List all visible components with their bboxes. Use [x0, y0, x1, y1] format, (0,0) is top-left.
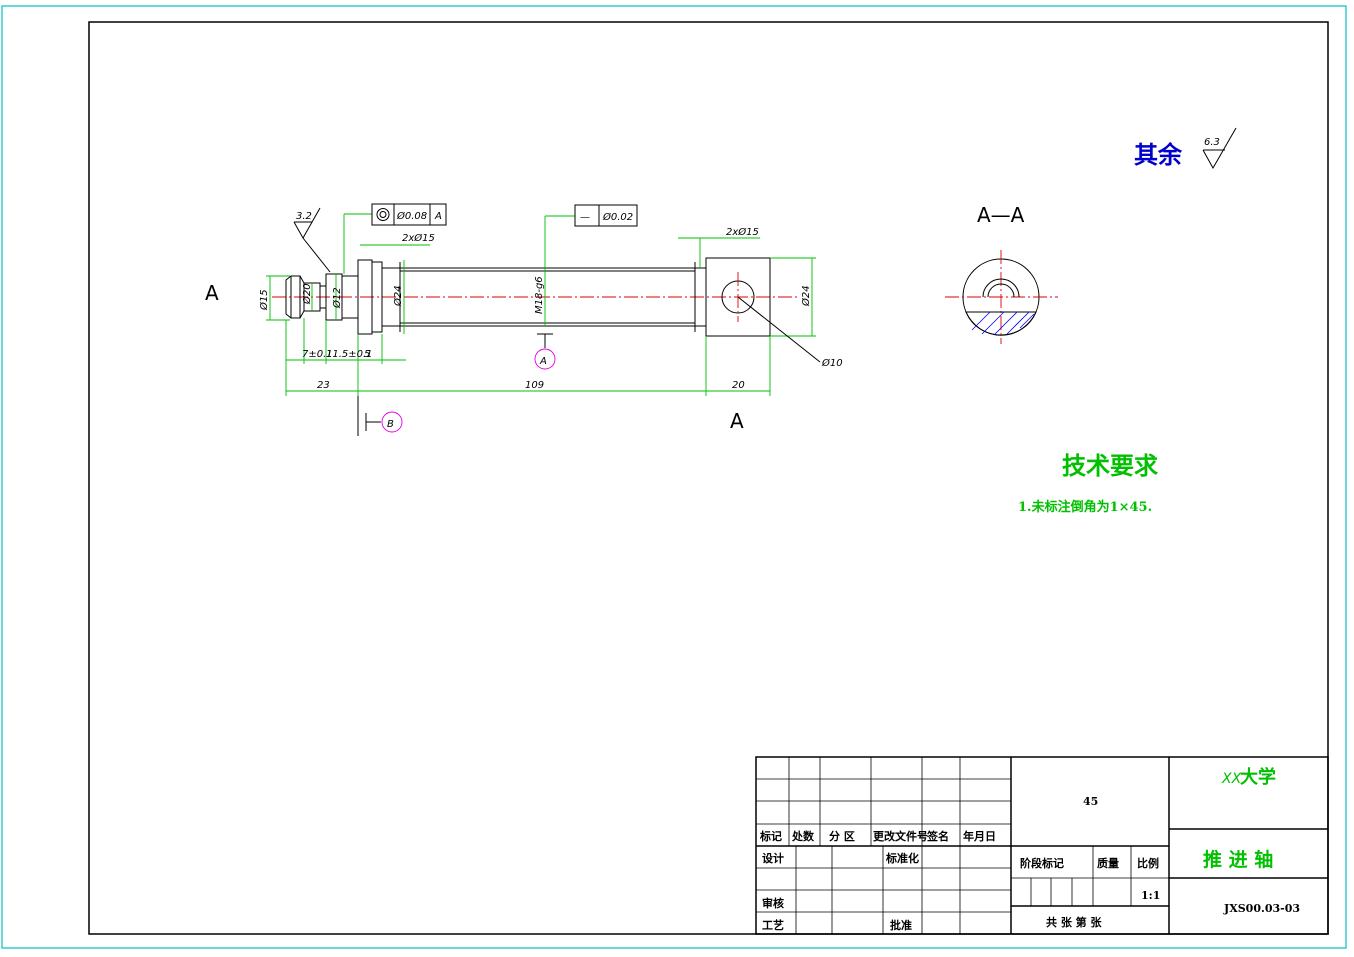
tb-col-sign: 签名: [926, 829, 949, 843]
tb-drawing-no: JXS00.03-03: [1223, 902, 1300, 915]
roughness-text: 其余: [1134, 141, 1183, 169]
outer-frame: [1, 5, 1347, 949]
datum-a-circle: [534, 348, 556, 370]
tech-title: 技术要求: [1062, 452, 1158, 480]
tb-design: 设计: [762, 851, 784, 865]
tb-material: 45: [1083, 795, 1098, 808]
dim-len-20: 20: [732, 380, 745, 391]
tol2-symbol: —: [580, 212, 590, 223]
dim-len-109: 109: [525, 380, 544, 391]
datum-a-label: A: [539, 356, 547, 367]
dim-d10: Ø10: [821, 357, 843, 369]
title-block-texts: 标记 处数 分 区 更改文件号 签名 年月日 设计 标准化 审核 工艺 批准 4…: [759, 766, 1300, 932]
dim-chamfer-right: 2xØ15: [726, 226, 759, 238]
section-label-left: A: [205, 281, 219, 305]
tb-school-suffix: 大学: [1240, 766, 1276, 788]
dim-d24-left: Ø24: [392, 285, 404, 307]
tb-approve: 批准: [890, 918, 912, 932]
dim-d20: Ø20: [301, 283, 313, 305]
dim-len-7: 7±0.1: [302, 349, 333, 360]
tol2-value: Ø0.02: [602, 211, 633, 223]
section-title: A—A: [977, 203, 1025, 227]
drawing-texts: A A A—A 其余 6.3 3.2 ◎ Ø0.08 A — Ø0.02 A B…: [205, 137, 1220, 515]
roughness-value: 6.3: [1204, 137, 1220, 148]
dim-len-23: 23: [317, 380, 330, 391]
tb-col-date: 年月日: [963, 829, 996, 843]
tb-school-prefix: XX: [1221, 771, 1242, 787]
dim-thread: M18-g6: [534, 276, 545, 314]
tb-part-name: 推 进 轴: [1203, 848, 1273, 871]
datum-marks: [357, 333, 556, 436]
datum-b-label: B: [387, 419, 394, 430]
tb-scale-value: 1:1: [1141, 889, 1160, 902]
dim-d15: Ø15: [258, 289, 270, 311]
tb-col-changedoc: 更改文件号: [873, 829, 928, 843]
dimension-lines: [266, 207, 821, 396]
tb-col-mark: 标记: [759, 829, 782, 843]
dim-d24-right: Ø24: [800, 285, 812, 307]
tb-col-count: 处数: [791, 829, 815, 843]
section-view: [945, 250, 1058, 344]
dim-len-5: 5: [364, 349, 370, 360]
roughness-local: 3.2: [296, 211, 312, 222]
dim-d12: Ø12: [331, 287, 343, 309]
tb-stage: 阶段标记: [1020, 856, 1064, 870]
tb-process: 工艺: [762, 918, 784, 932]
tb-scale-label: 比例: [1137, 856, 1159, 870]
title-block: [755, 756, 1329, 935]
tol1-datum: A: [434, 211, 442, 222]
tb-weight: 质量: [1097, 856, 1119, 870]
inner-frame: [88, 21, 1329, 935]
dim-len-115: 11.5±0.1: [326, 349, 373, 360]
tol1-value: Ø0.08: [396, 210, 427, 222]
tech-item-1: 1.未标注倒角为1×45.: [1018, 499, 1152, 515]
tb-sheet: 共 张 第 张: [1046, 915, 1102, 929]
tb-review: 审核: [762, 896, 784, 910]
tb-standard: 标准化: [885, 851, 919, 865]
tb-col-zone: 分 区: [829, 829, 855, 843]
datum-b-circle: [381, 411, 403, 433]
section-label-right: A: [730, 409, 744, 433]
tolerance-frames: [371, 203, 638, 227]
roughness-symbol: [1202, 127, 1237, 170]
dim-chamfer-left: 2xØ15: [402, 232, 435, 244]
